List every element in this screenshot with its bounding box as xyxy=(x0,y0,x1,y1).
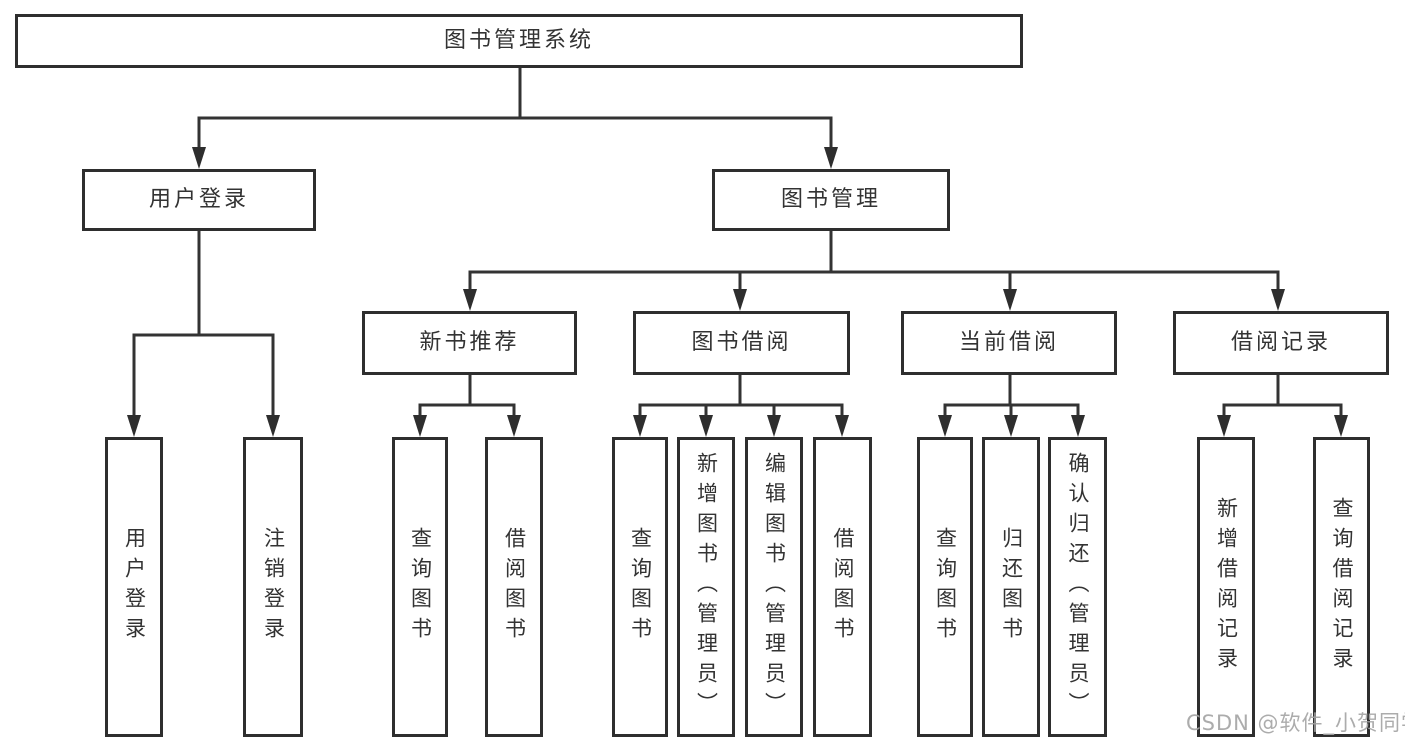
node-book-management-branch: 图书管理 xyxy=(712,169,950,231)
leaf-current-return-books: 归还图书 xyxy=(982,437,1040,737)
node-book-borrow: 图书借阅 xyxy=(633,311,850,375)
node-user-login-branch: 用户登录 xyxy=(82,169,316,231)
leaf-borrow-borrow-books: 借阅图书 xyxy=(813,437,872,737)
node-root-system: 图书管理系统 xyxy=(15,14,1023,68)
node-borrow-records: 借阅记录 xyxy=(1173,311,1389,375)
leaf-borrow-edit-books-admin: 编辑图书（管理员） xyxy=(745,437,803,737)
leaf-records-add-record: 新增借阅记录 xyxy=(1197,437,1255,737)
leaf-logout: 注销登录 xyxy=(243,437,303,737)
leaf-recommend-query-books: 查询图书 xyxy=(392,437,448,737)
leaf-borrow-query-books: 查询图书 xyxy=(612,437,668,737)
leaf-current-query-books: 查询图书 xyxy=(917,437,973,737)
leaf-borrow-add-books-admin: 新增图书（管理员） xyxy=(677,437,735,737)
leaf-current-confirm-return-admin: 确认归还（管理员） xyxy=(1048,437,1107,737)
csdn-watermark: CSDN @软件_小贺同学 xyxy=(1186,711,1405,735)
leaf-records-query-record: 查询借阅记录 xyxy=(1313,437,1370,737)
node-current-borrow: 当前借阅 xyxy=(901,311,1117,375)
leaf-recommend-borrow-books: 借阅图书 xyxy=(485,437,543,737)
leaf-user-login: 用户登录 xyxy=(105,437,163,737)
node-new-book-recommend: 新书推荐 xyxy=(362,311,577,375)
